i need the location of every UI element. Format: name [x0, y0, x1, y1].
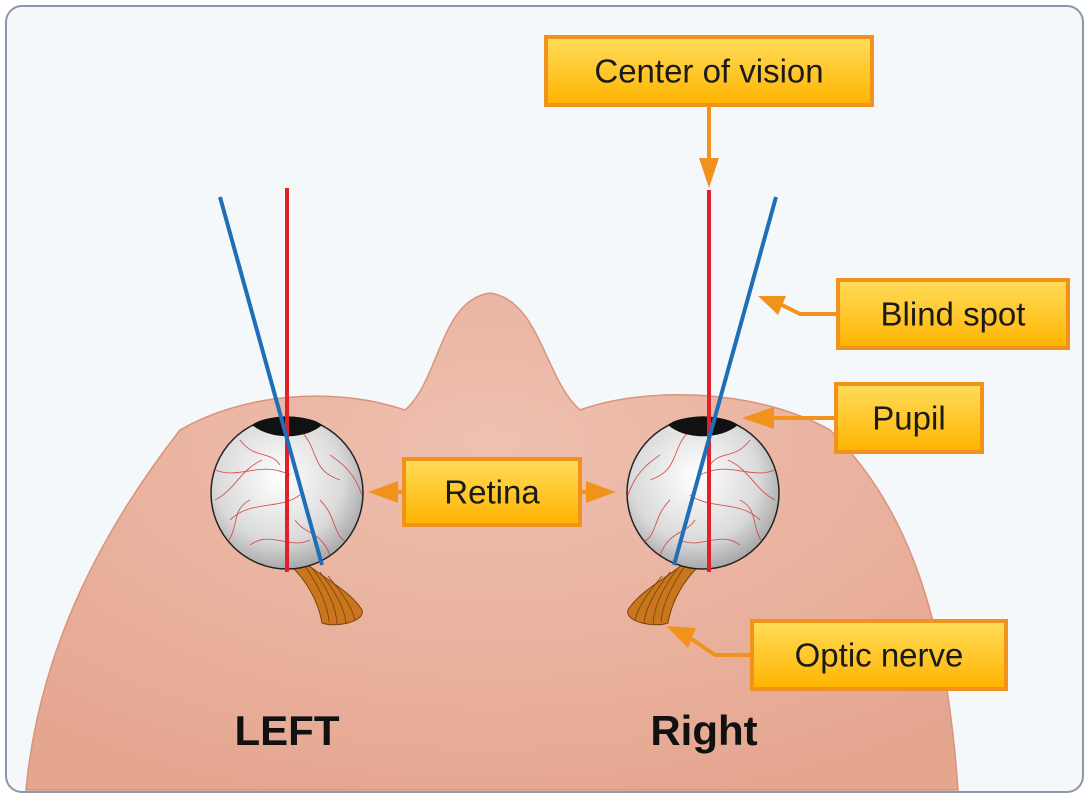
- blind-spot-label: Blind spot: [881, 296, 1026, 333]
- retina-arrowhead-right: [586, 481, 616, 503]
- right-eye: [626, 416, 780, 626]
- callout-blind-spot: Blind spot: [836, 278, 1070, 350]
- optic-nerve-label: Optic nerve: [795, 637, 964, 674]
- left-blind-spot-line: [218, 196, 324, 566]
- callout-pupil: Pupil: [834, 382, 984, 454]
- blind-spot-pointer: [777, 301, 838, 316]
- left-side-label: LEFT: [235, 707, 340, 754]
- retina-label: Retina: [444, 474, 540, 511]
- head-top: [25, 292, 959, 791]
- pupil-label: Pupil: [872, 400, 945, 437]
- right-side-label: Right: [650, 707, 757, 754]
- center-of-vision-label: Center of vision: [594, 53, 823, 90]
- right-eyeball: [626, 416, 780, 570]
- pointers: [396, 105, 838, 657]
- optic-nerve-arrowhead: [666, 626, 696, 648]
- retina-arrowhead-left: [368, 481, 398, 503]
- right-pupil: [668, 416, 738, 437]
- callout-optic-nerve: Optic nerve: [750, 619, 1008, 691]
- optic-nerve-pointer: [688, 636, 752, 657]
- right-blind-spot-line: [672, 196, 778, 566]
- callout-center-of-vision: Center of vision: [544, 35, 874, 107]
- blind-spot-arrowhead: [758, 296, 786, 315]
- callout-retina: Retina: [402, 457, 582, 527]
- pupil-arrowhead: [742, 407, 774, 429]
- center-of-vision-arrowhead: [699, 158, 719, 188]
